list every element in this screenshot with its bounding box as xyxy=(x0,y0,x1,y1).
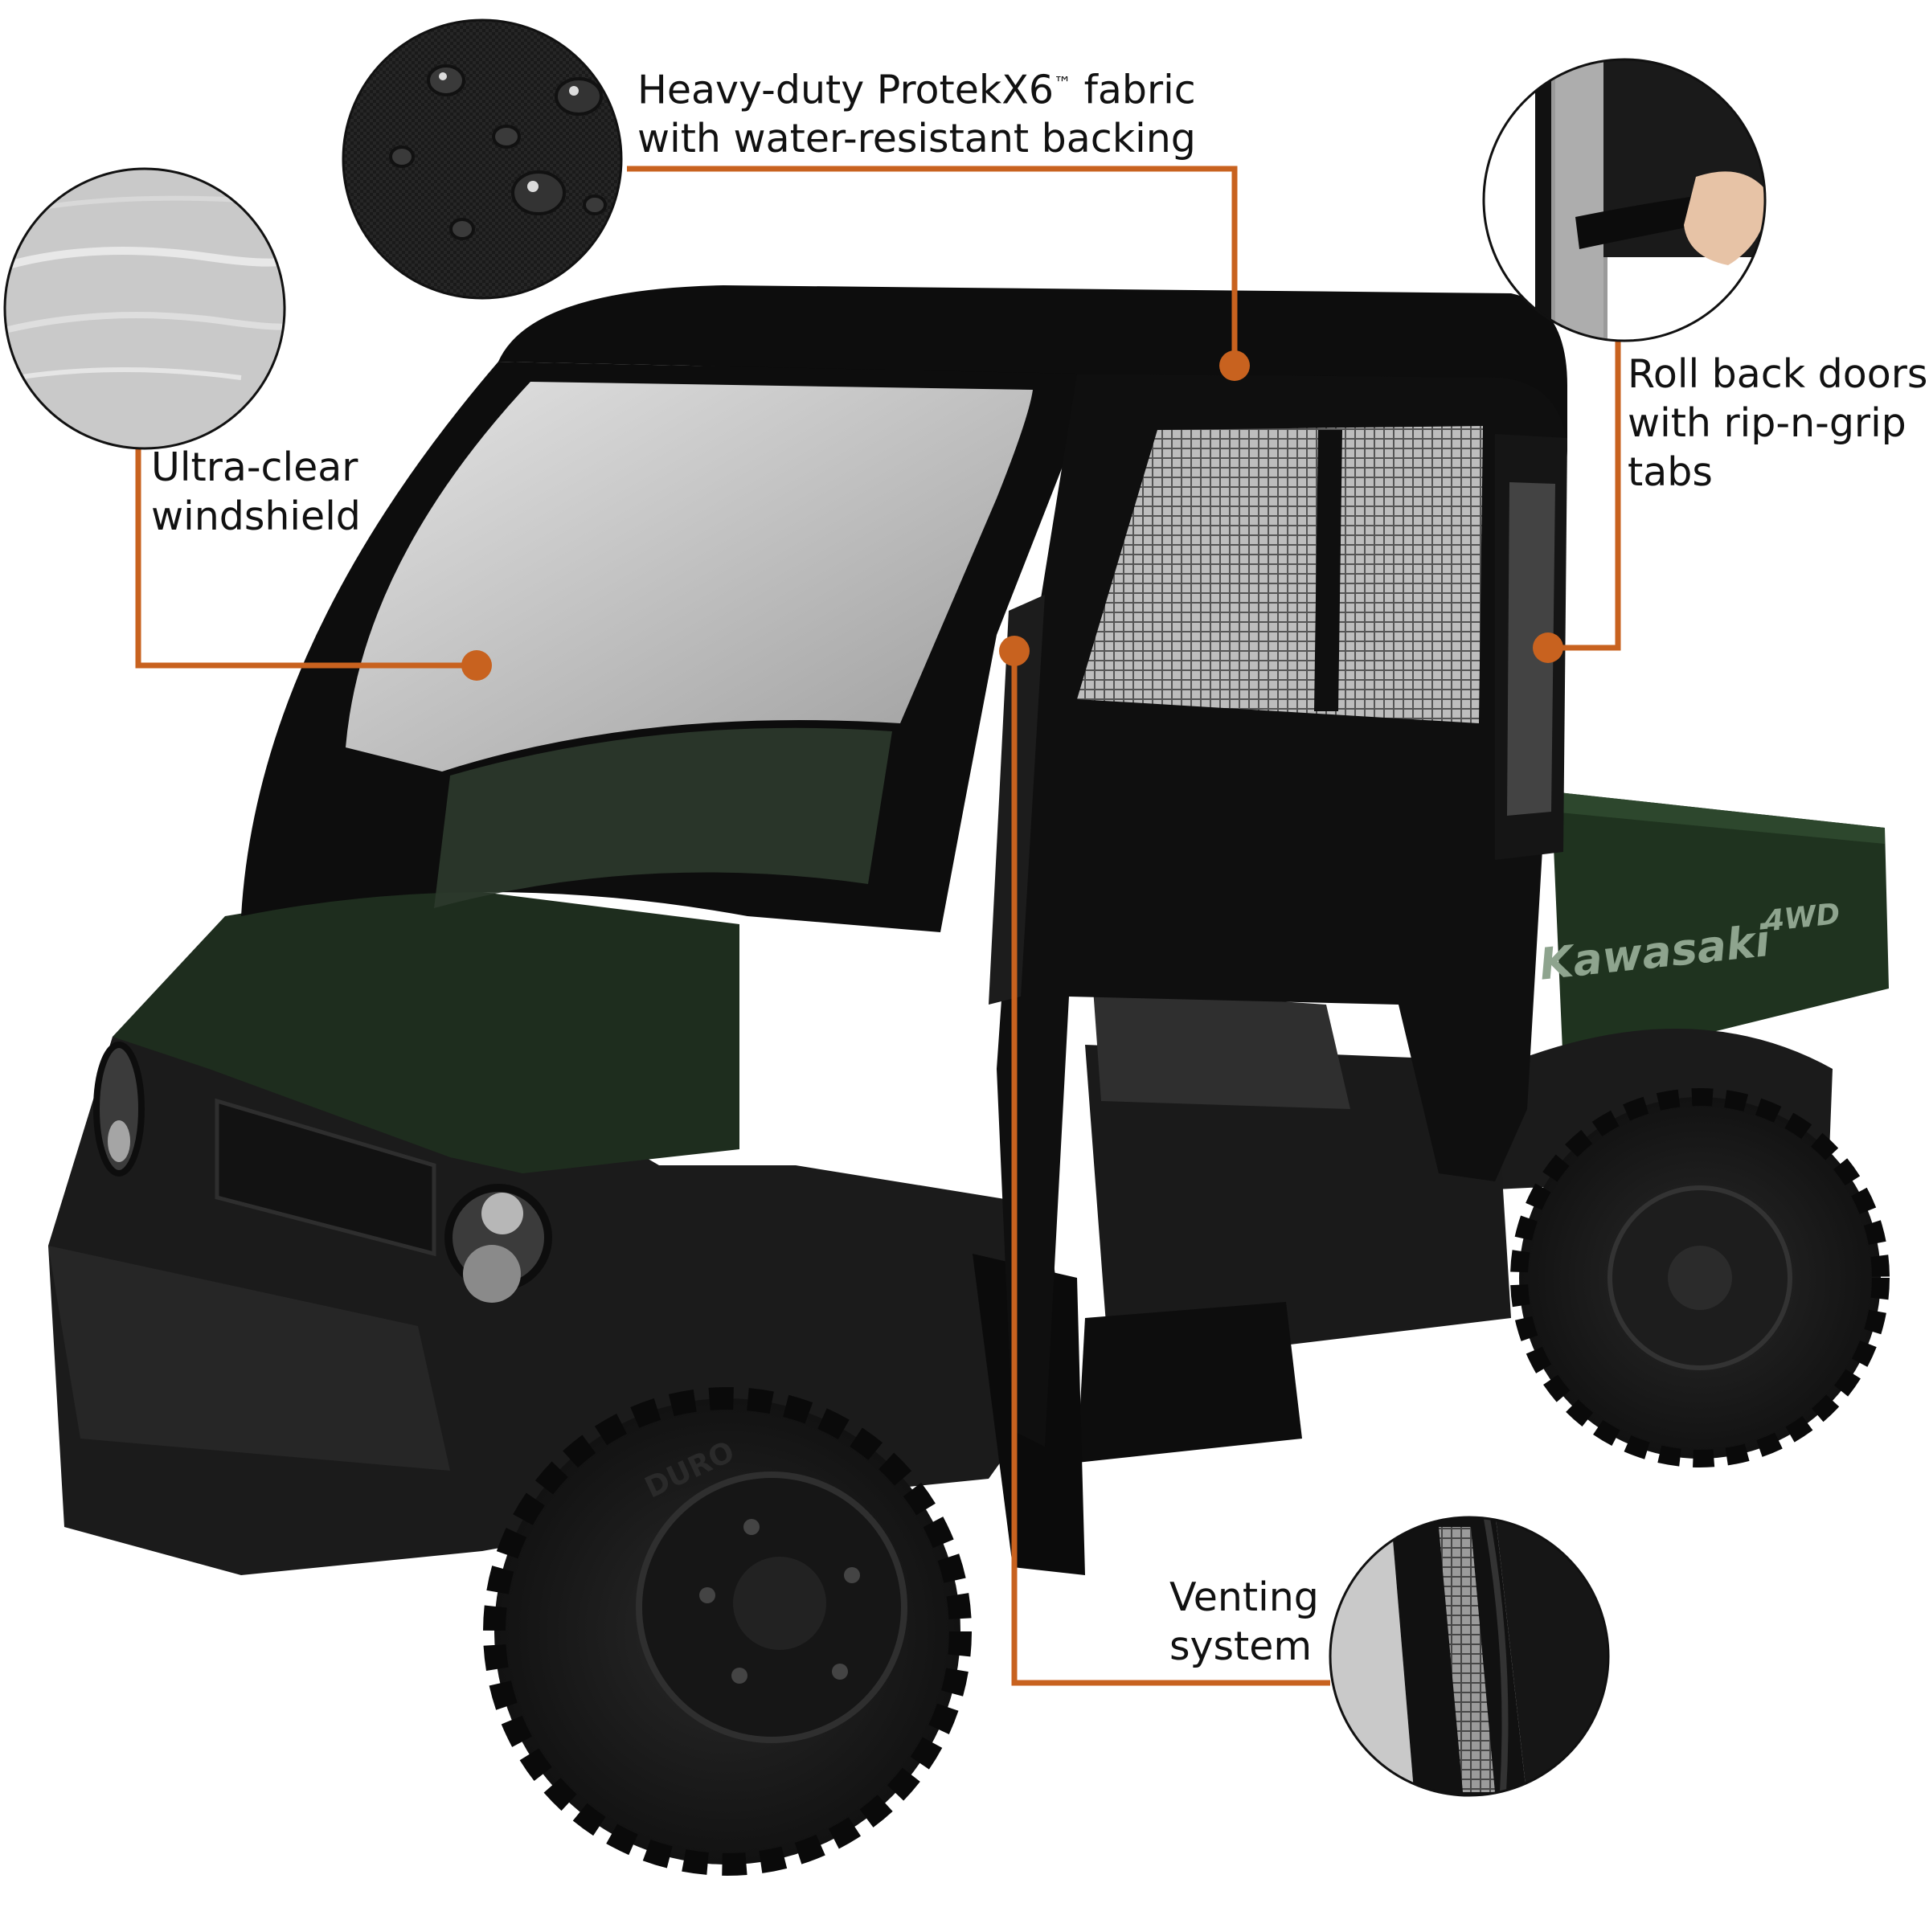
door-window-mesh xyxy=(1077,426,1483,723)
venting-callout-dot xyxy=(999,636,1030,666)
front-bumper xyxy=(48,1246,450,1471)
floor-step xyxy=(1077,1302,1302,1463)
windshield-window xyxy=(346,382,1033,772)
water-droplet xyxy=(511,170,566,215)
water-droplet xyxy=(492,125,521,149)
windshield-callout-label: Ultra-clear windshield xyxy=(151,443,361,541)
windshield-label-line2: windshield xyxy=(151,493,361,539)
fabric-callout-line xyxy=(627,166,1238,366)
water-droplet xyxy=(449,218,475,240)
windshield-inset xyxy=(3,167,286,450)
venting-callout-label: Venting system xyxy=(1169,1573,1319,1671)
headlight-left xyxy=(444,1184,552,1303)
windshield-callout-dot xyxy=(461,650,492,681)
water-droplet xyxy=(583,194,607,215)
hood xyxy=(113,884,739,1173)
grille xyxy=(215,1098,436,1257)
water-droplet xyxy=(427,64,465,96)
doors-callout-dot xyxy=(1533,632,1563,663)
doors-callout-label: Roll back doors with rip-n-grip tabs xyxy=(1628,350,1927,497)
callout-dots xyxy=(461,350,1563,681)
venting-label-line1: Venting xyxy=(1169,1574,1319,1620)
water-droplet xyxy=(389,145,415,168)
venting-label-line2: system xyxy=(1169,1623,1313,1669)
cab-enclosure xyxy=(241,285,1567,1447)
badge-4wd-text: 4WD xyxy=(1762,898,1841,939)
doors-inset xyxy=(1482,58,1767,342)
rear-wheel xyxy=(1510,1088,1890,1467)
doors-callout-line xyxy=(1548,338,1621,651)
cargo-bed-lip xyxy=(1551,792,1885,844)
venting-callout-line xyxy=(1011,651,1330,1686)
fabric-inset xyxy=(342,18,623,300)
callout-lines xyxy=(135,166,1621,1686)
rolled-door-clear xyxy=(1507,482,1555,816)
windshield-label-line1: Ultra-clear xyxy=(151,444,358,490)
headlight-right xyxy=(93,1042,145,1177)
doors-label-line1: Roll back doors xyxy=(1628,351,1928,397)
trademark-symbol: ™ xyxy=(1054,74,1071,94)
doors-label-line3: tabs xyxy=(1628,449,1713,495)
cargo-bed xyxy=(1551,792,1889,1069)
utv-vehicle: Kawasaki 4WD xyxy=(48,723,1890,1876)
doors-label-line2: with rip-n-grip xyxy=(1628,400,1906,446)
fabric-callout-label: Heavy-duty ProtekX6™ fabric with water-r… xyxy=(637,59,1196,163)
fabric-callout-dot xyxy=(1219,350,1250,381)
door-window-divider xyxy=(1314,430,1342,711)
water-droplet xyxy=(555,77,603,116)
windshield-lower-clear xyxy=(434,727,892,908)
fabric-label-line1: Heavy-duty ProtekX6™ fabric xyxy=(637,67,1196,113)
windshield-callout-line xyxy=(135,434,477,669)
body-side xyxy=(1085,1045,1511,1366)
front-wheel: DURO xyxy=(483,1387,972,1876)
seat-cushion xyxy=(1093,989,1350,1109)
fabric-label-line2: with water-resistant backing xyxy=(637,116,1196,162)
venting-inset xyxy=(1329,1516,1610,1797)
